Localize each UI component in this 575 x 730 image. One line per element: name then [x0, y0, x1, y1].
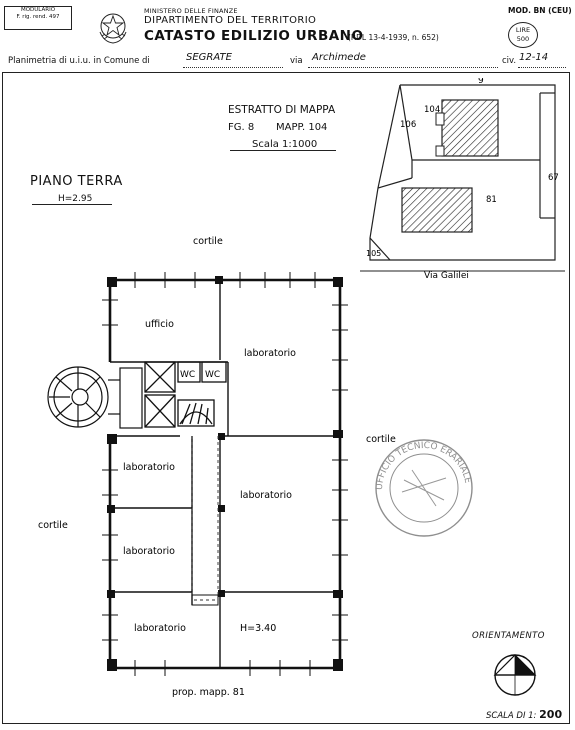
site-map-parcels	[369, 84, 556, 261]
label-cortile-left: cortile	[38, 520, 68, 531]
scale-label-text: SCALA DI 1:	[486, 711, 537, 721]
plan-service-block	[144, 361, 227, 428]
north-arrow-icon	[493, 654, 537, 696]
map-label-106: 106	[400, 120, 416, 130]
plan-piers	[107, 276, 343, 671]
scale-label: SCALA DI 1: 200	[486, 708, 562, 721]
excerpt-parcel: MAPP. 104	[276, 122, 328, 133]
comune-underline	[183, 67, 283, 68]
plan-entry-vestibule	[119, 367, 143, 429]
location-prefix: Planimetria di u.i.u. in Comune di	[8, 56, 150, 66]
label-cortile-top: cortile	[193, 236, 223, 247]
plan-internal-walls	[110, 280, 340, 668]
excerpt-scale-underline	[230, 150, 336, 151]
plan-outer-walls	[108, 278, 342, 670]
label-neighbor-parcel: prop. mapp. 81	[172, 687, 245, 698]
site-map-building-81	[401, 187, 473, 233]
label-lab-bottom-left: laboratorio	[134, 623, 186, 634]
excerpt-title: ESTRATTO DI MAPPA	[228, 104, 336, 116]
department-name: DIPARTIMENTO DEL TERRITORIO	[144, 15, 317, 26]
republic-emblem-icon	[99, 13, 127, 44]
map-street-name: Via Galilei	[424, 271, 469, 281]
excerpt-scale: Scala 1:1000	[252, 139, 318, 150]
orientation-label: ORIENTAMENTO	[472, 631, 545, 641]
excerpt-sheet: FG. 8	[228, 122, 255, 133]
floor-height: H=2.95	[58, 194, 93, 204]
stamp-duty-currency: LIRE	[515, 26, 531, 34]
plan-spiral-staircase	[47, 366, 120, 428]
stamp-duty-badge: LIRE 500	[508, 22, 538, 48]
site-map-building-104	[441, 99, 499, 157]
label-lab-right-mid: laboratorio	[240, 490, 292, 501]
label-lab-left-1: laboratorio	[123, 462, 175, 473]
office-stamp: UFFICIO TECNICO ERARIALE	[375, 439, 473, 537]
modulario-ref: F. rig. rend. 497	[16, 14, 60, 20]
label-height-ground: H=3.40	[240, 623, 276, 634]
floor-name: PIANO TERRA	[30, 174, 123, 189]
map-label-67: 67	[548, 173, 559, 183]
law-reference: (RDL 13-4-1939, n. 652)	[348, 33, 439, 42]
map-label-104: 104	[424, 105, 440, 115]
drawing-frame	[2, 72, 570, 724]
modulario-box: MODULARIO F. rig. rend. 497	[4, 6, 72, 30]
site-map: 9 104 106 67 81 105 Via Galilei	[360, 78, 565, 281]
label-ufficio: ufficio	[145, 319, 174, 330]
modulario-label: MODULARIO	[20, 7, 56, 13]
label-wc-1: WC	[180, 370, 195, 380]
floor-plan: cortile cortile cortile ufficio laborato…	[38, 236, 396, 698]
plan-corridor-door	[191, 594, 219, 606]
via-value: Archimede	[312, 52, 366, 63]
scale-value: 200	[539, 708, 563, 721]
model-code: MOD. BN (CEU)	[508, 6, 572, 15]
civ-value: 12-14	[519, 52, 549, 63]
map-label-81: 81	[486, 195, 497, 205]
map-label-9: 9	[478, 78, 484, 86]
label-lab-main-top: laboratorio	[244, 348, 296, 359]
civ-underline	[518, 67, 566, 68]
stamp-duty-amount: 500	[516, 35, 530, 43]
map-label-105: 105	[366, 249, 381, 258]
document-title: CATASTO EDILIZIO URBANO	[144, 28, 364, 44]
plan-corridor-dashes	[191, 436, 219, 601]
label-wc-2: WC	[205, 370, 220, 380]
label-cortile-right: cortile	[366, 434, 396, 445]
floor-height-underline	[32, 204, 112, 205]
plan-window-ticks	[102, 272, 348, 676]
civ-label: civ.	[502, 56, 517, 66]
ministry-name: MINISTERO DELLE FINANZE	[144, 7, 238, 15]
label-lab-left-2: laboratorio	[123, 546, 175, 557]
via-underline	[308, 67, 498, 68]
comune-value: SEGRATE	[186, 52, 232, 63]
via-label: via	[290, 56, 303, 66]
